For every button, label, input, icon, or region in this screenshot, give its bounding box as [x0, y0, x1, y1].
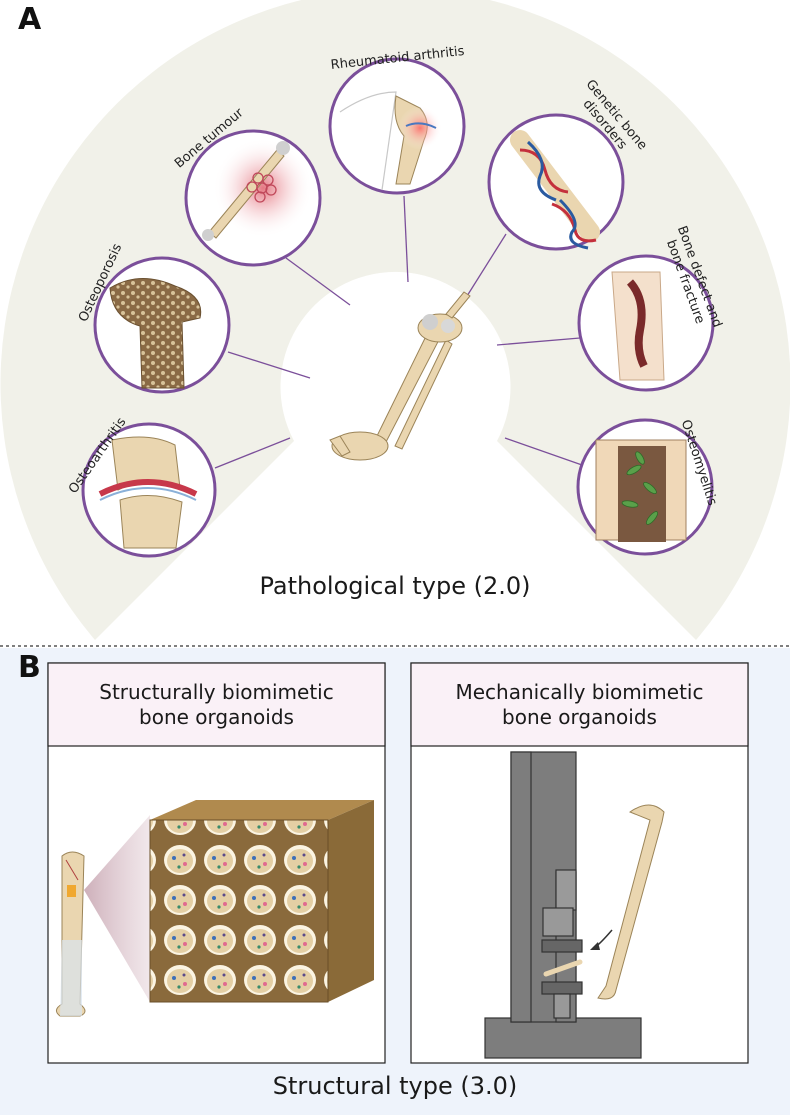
- panel-b-caption: Structural type (3.0): [272, 1072, 518, 1100]
- panel-a-letter: A: [18, 2, 42, 37]
- connector-lines: [214, 195, 583, 469]
- mechanical-testing-machine: [484, 751, 642, 1059]
- rheumatoid-arthritis-illustration: [328, 57, 466, 195]
- structural-box-title: Structurally biomimetic bone organoids: [99, 680, 334, 729]
- central-leg-bones: [329, 291, 471, 461]
- porous-scaffold-cube: [149, 800, 374, 1003]
- osteoarthritis-illustration: [81, 422, 217, 558]
- osteomyelitis-illustration: [576, 418, 714, 556]
- box-mechanical-header: [410, 662, 749, 747]
- small-sample-bone: [543, 959, 583, 977]
- bone-defect-illustration: [577, 254, 715, 392]
- femur-with-zoom-beam: [56, 815, 150, 1017]
- arrow-head: [590, 942, 600, 950]
- genetic-disorders-illustration: [487, 113, 625, 251]
- bone-tumour-illustration: [184, 129, 322, 267]
- box-structural-header: [47, 662, 386, 747]
- panel-b-letter: B: [18, 650, 41, 685]
- large-femur: [597, 804, 665, 1000]
- osteoporosis-illustration: [93, 256, 231, 394]
- mechanical-box-title: Mechanically biomimetic bone organoids: [455, 680, 704, 729]
- panel-a-caption: Pathological type (2.0): [259, 572, 531, 600]
